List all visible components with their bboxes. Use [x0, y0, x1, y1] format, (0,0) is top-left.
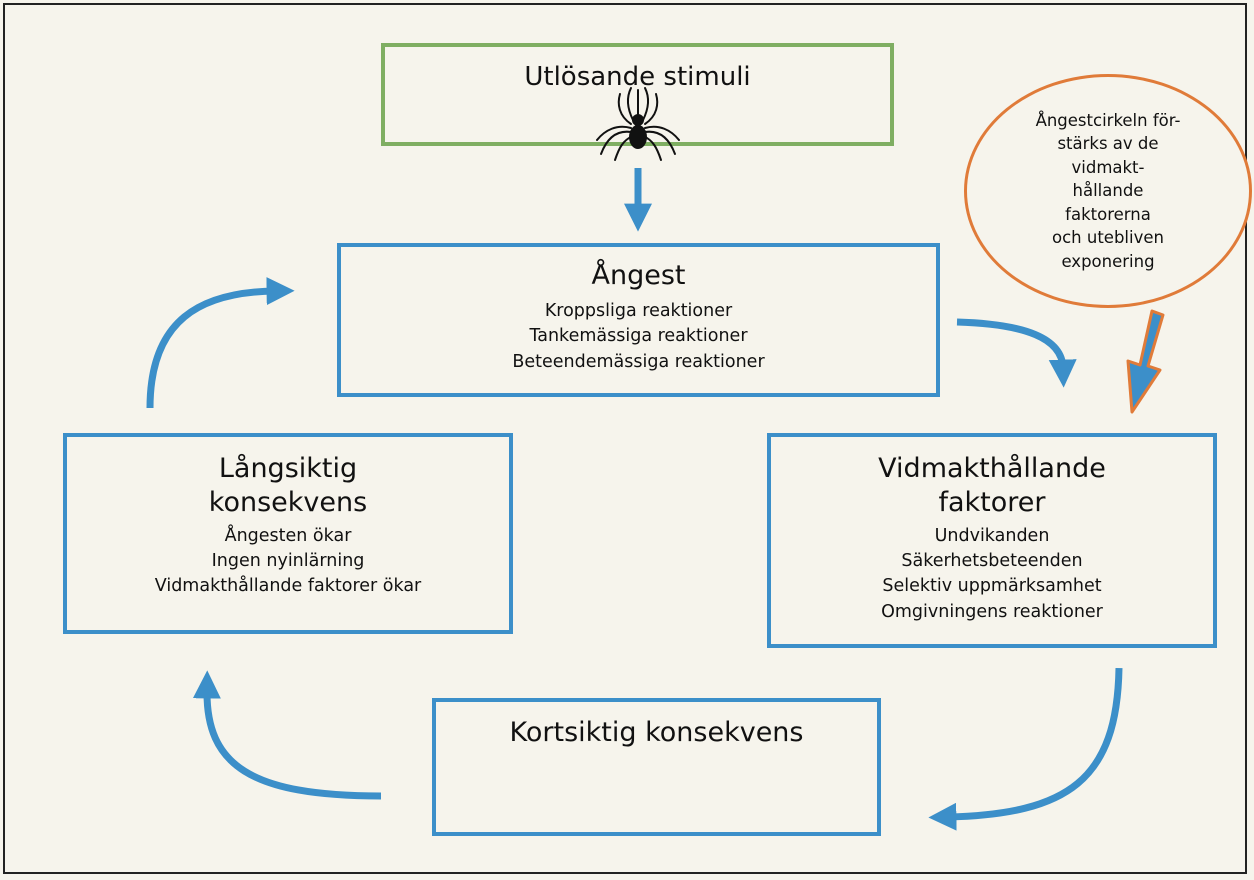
angest-items: Kroppsliga reaktioner Tankemässiga reakt…	[341, 299, 936, 375]
arrow-angest-to-vidmakt	[956, 318, 1077, 388]
kortsiktig-title: Kortsiktig konsekvens	[509, 717, 804, 748]
vidmakt-item: Undvikanden	[934, 525, 1050, 546]
vidmakt-title-line1: Vidmakthållande	[878, 453, 1106, 484]
vidmakt-items: Undvikanden Säkerhetsbeteenden Selektiv …	[771, 524, 1213, 626]
note-line: och utebliven	[1052, 228, 1164, 248]
stimulus-title: Utlösande stimuli	[524, 62, 751, 92]
langsiktig-items: Ångesten ökar Ingen nyinlärning Vidmakth…	[67, 524, 509, 600]
note-line: exponering	[1061, 251, 1155, 271]
arrow-note-to-vidmakt	[1126, 309, 1165, 414]
angest-title: Ångest	[591, 260, 686, 291]
note-line: hållande faktorerna	[1065, 181, 1151, 224]
langsiktig-item: Ingen nyinlärning	[211, 550, 365, 571]
angest-item: Beteendemässiga reaktioner	[512, 351, 765, 372]
vidmakt-item: Omgivningens reaktioner	[881, 601, 1103, 622]
vidmakt-box: Vidmakthållande faktorer Undvikanden Säk…	[767, 433, 1217, 648]
angest-item: Tankemässiga reaktioner	[529, 326, 748, 347]
vidmakt-item: Säkerhetsbeteenden	[901, 550, 1083, 571]
vidmakt-title-line2: faktorer	[938, 486, 1046, 518]
arrow-kortsiktig-to-langsiktig	[192, 670, 382, 800]
vidmakt-item: Selektiv uppmärksamhet	[882, 576, 1102, 597]
kortsiktig-box: Kortsiktig konsekvens	[432, 698, 881, 836]
angest-box: Ångest Kroppsliga reaktioner Tankemässig…	[337, 243, 940, 397]
arrow-langsiktig-to-angest	[146, 277, 295, 409]
note-line: stärks av de vidmakt-	[1057, 134, 1159, 177]
note-line: Ångestcirkeln för-	[1035, 111, 1181, 131]
reinforcement-note-text: Ångestcirkeln för- stärks av de vidmakt-…	[1028, 109, 1188, 273]
langsiktig-box: Långsiktig konsekvens Ångesten ökar Inge…	[63, 433, 513, 634]
langsiktig-item: Ångesten ökar	[224, 525, 352, 546]
langsiktig-item: Vidmakthållande faktorer ökar	[154, 576, 422, 597]
diagram-frame	[3, 3, 1247, 874]
reinforcement-note: Ångestcirkeln för- stärks av de vidmakt-…	[964, 74, 1252, 308]
spider-icon	[596, 87, 680, 161]
langsiktig-title-line1: Långsiktig	[218, 453, 358, 484]
angest-item: Kroppsliga reaktioner	[544, 300, 733, 321]
langsiktig-title-line2: konsekvens	[208, 486, 368, 518]
arrow-vidmakt-to-kortsiktig	[928, 667, 1123, 831]
